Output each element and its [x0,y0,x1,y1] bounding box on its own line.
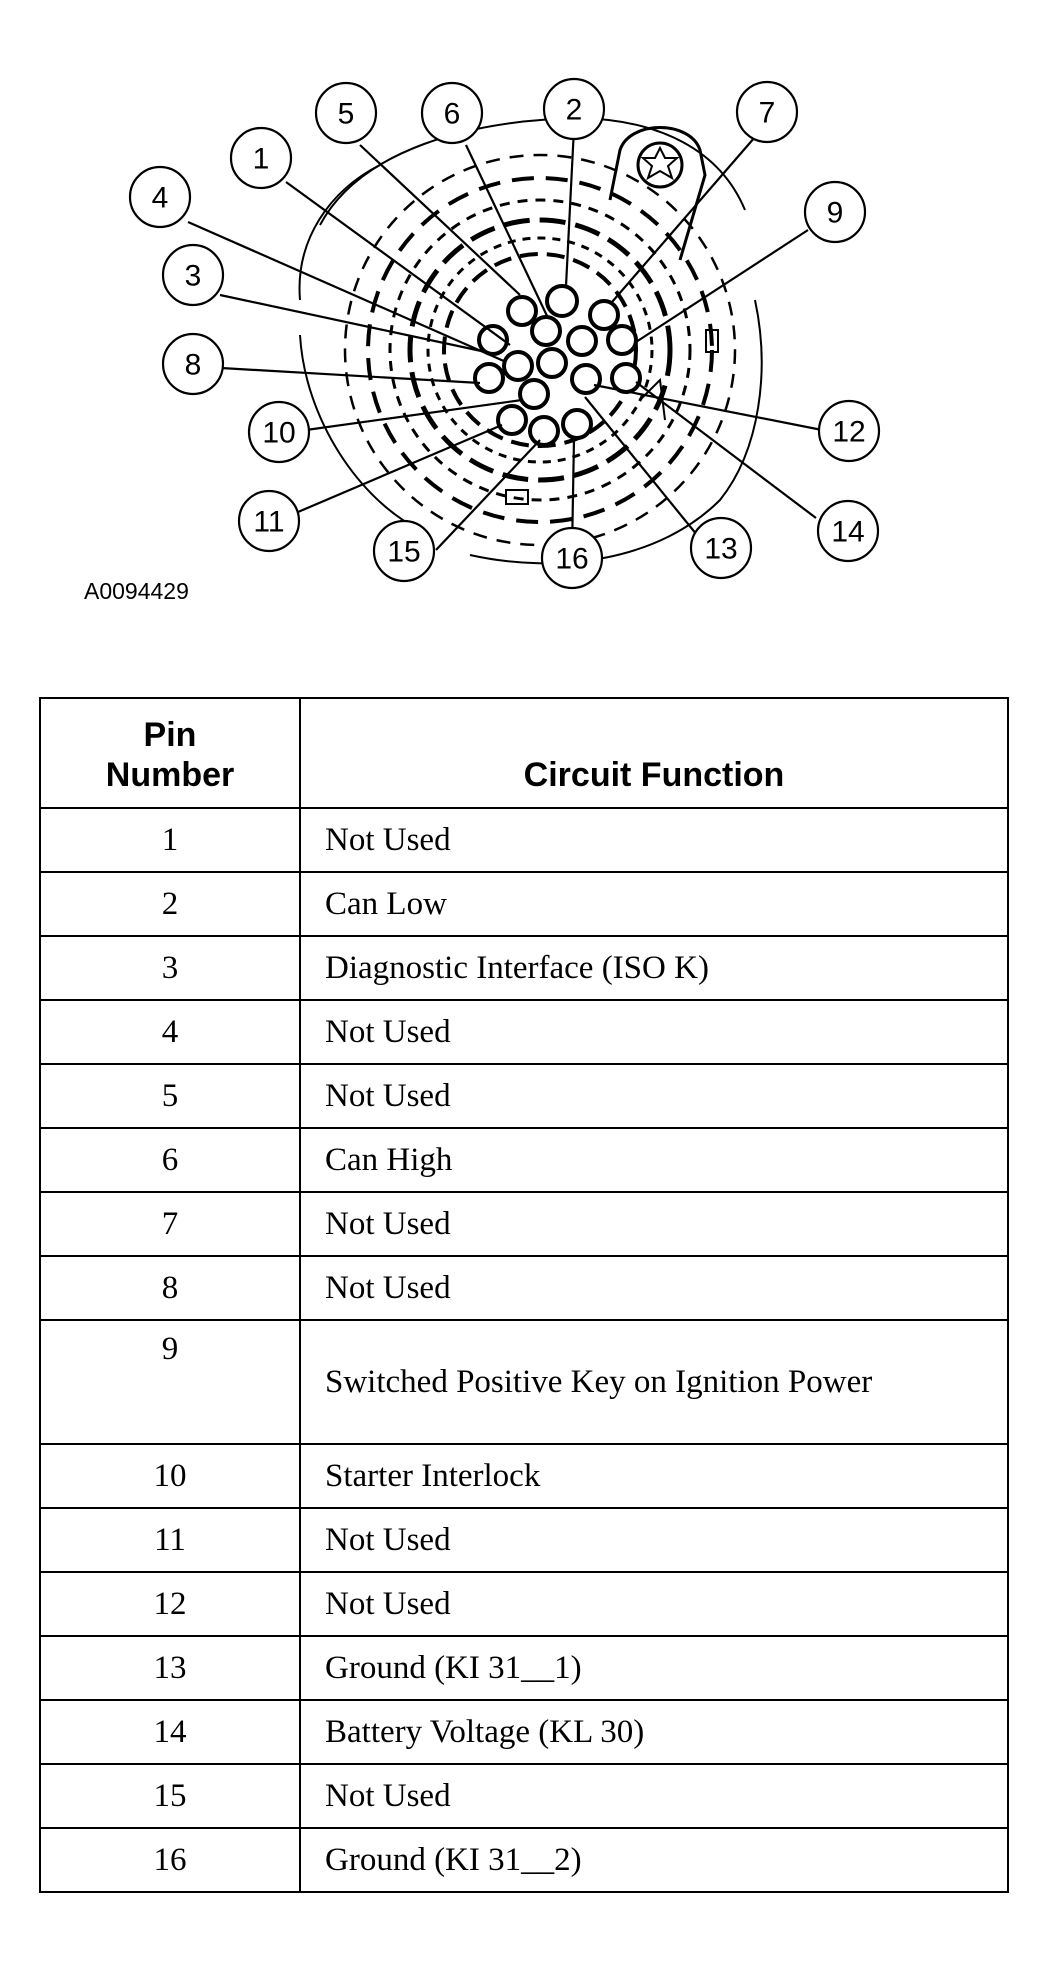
callout-label-11: 11 [253,506,284,539]
pin-cell: 8 [39,1255,301,1321]
callout-label-9: 9 [827,197,844,230]
function-cell: Not Used [299,1763,1009,1829]
callout-label-4: 4 [152,182,169,215]
pin-cell: 9 [39,1319,301,1445]
callout-label-16: 16 [555,543,588,576]
leader-lines [187,127,823,553]
callout-16 [540,526,604,590]
pin-sockets [473,284,642,447]
callout-circles [128,77,881,590]
callout-label-8: 8 [185,349,202,382]
callout-label-14: 14 [831,516,864,549]
callout-label-10: 10 [262,417,295,450]
function-cell: Can High [299,1127,1009,1193]
callout-label-1: 1 [253,143,270,176]
pin-cell: 1 [39,807,301,873]
pin-cell: 14 [39,1699,301,1765]
callout-label-6: 6 [444,98,461,131]
callout-label-2: 2 [566,94,583,127]
function-cell: Starter Interlock [299,1443,1009,1509]
connector-diagram: 1 2 3 4 5 6 7 8 9 10 11 12 13 14 15 16 [128,77,881,590]
header-pin-line1: Pin [143,716,197,754]
header-pin-line2: Number [105,756,235,794]
function-cell: Not Used [299,1255,1009,1321]
callout-labels: 1 2 3 4 5 6 7 8 9 10 11 12 13 14 15 16 [152,94,866,576]
callout-3 [161,243,225,307]
pin-cell: 4 [39,999,301,1065]
pin-cell: 3 [39,935,301,1001]
callout-5 [314,81,378,145]
callout-13 [689,516,753,580]
figure-id: A0094429 [84,578,189,604]
function-cell: Diagnostic Interface (ISO K) [299,935,1009,1001]
pin-cell: 7 [39,1191,301,1257]
callout-7 [735,80,799,144]
screw-head [636,141,684,189]
function-cell: Not Used [299,1571,1009,1637]
header-pin-number: Pin Number [39,697,301,809]
header-circuit-function: Circuit Function [299,697,1009,809]
function-cell: Not Used [299,1191,1009,1257]
pin-cell: 11 [39,1507,301,1573]
connector-housing [298,116,763,565]
function-cell: Ground (KI 31__2) [299,1827,1009,1893]
callout-label-13: 13 [704,533,737,566]
pin-cell: 13 [39,1635,301,1701]
pin-cell: 5 [39,1063,301,1129]
callout-label-3: 3 [185,260,202,293]
pin-cell: 6 [39,1127,301,1193]
pin-cell: 10 [39,1443,301,1509]
function-cell: Not Used [299,807,1009,873]
callout-label-7: 7 [759,97,776,130]
callout-4 [128,165,192,229]
function-cell: Ground (KI 31__1) [299,1635,1009,1701]
pin-cell: 2 [39,871,301,937]
callout-label-12: 12 [832,416,865,449]
function-cell: Not Used [299,999,1009,1065]
callout-9 [803,180,867,244]
callout-6 [420,81,484,145]
callout-2 [542,77,606,141]
callout-11 [237,489,301,553]
callout-10 [247,400,311,464]
callout-8 [161,332,225,396]
callout-12 [817,399,881,463]
callout-14 [816,499,880,563]
function-cell: Can Low [299,871,1009,937]
callout-15 [372,519,436,583]
callout-label-15: 15 [387,536,420,569]
function-cell: Not Used [299,1063,1009,1129]
callout-label-5: 5 [338,98,355,131]
pin-cell: 12 [39,1571,301,1637]
callout-1 [229,126,293,190]
function-cell: Battery Voltage (KL 30) [299,1699,1009,1765]
function-cell: Switched Positive Key on Ignition Power [299,1319,1009,1445]
table-header-row: Pin Number Circuit Function [39,697,1009,809]
pin-cell: 15 [39,1763,301,1829]
pin-cell: 16 [39,1827,301,1893]
function-cell: Not Used [299,1507,1009,1573]
